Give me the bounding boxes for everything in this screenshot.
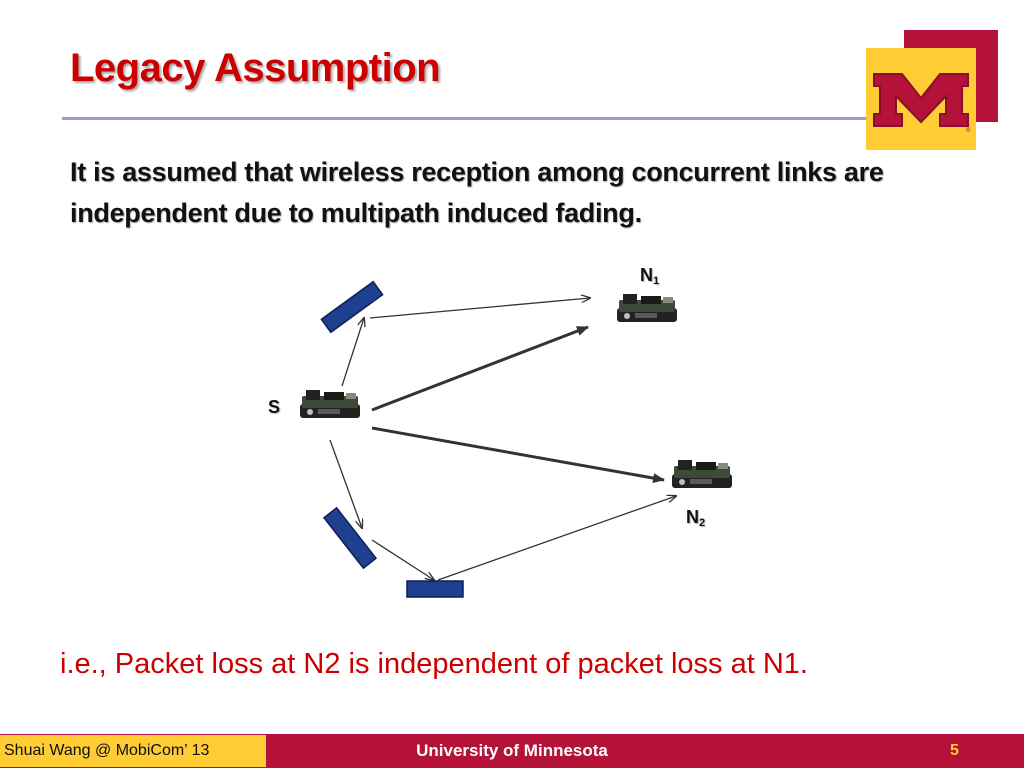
- edge-s-reflector-top: [341, 318, 364, 387]
- n2-label: N: [686, 507, 699, 527]
- edge-s-n2: [371, 426, 665, 483]
- conclusion-text: i.e., Packet loss at N2 is independent o…: [60, 648, 808, 680]
- node-label-n1: N1: [640, 265, 659, 287]
- svg-text:®: ®: [966, 127, 971, 134]
- assumption-text: It is assumed that wireless reception am…: [70, 157, 884, 228]
- sensor-mote-icon: [672, 460, 732, 488]
- title-divider: [62, 117, 870, 120]
- page-number: 5: [950, 742, 959, 759]
- reflector-icon: [320, 280, 384, 334]
- reflector-icon: [406, 580, 464, 598]
- footer-institution: University of Minnesota: [416, 741, 608, 760]
- edge-reflector-left-bottom: [371, 539, 434, 580]
- university-m-logo: ®: [866, 48, 976, 150]
- node-label-n2: N2: [686, 507, 705, 529]
- footer-author: Shuai Wang @ MobiCom’ 13: [0, 735, 266, 767]
- edge-s-reflector-left: [329, 439, 362, 528]
- sensor-mote-icon: [300, 390, 360, 418]
- n2-subscript: 2: [699, 517, 706, 529]
- edge-reflector-bottom-n2: [437, 496, 676, 581]
- edge-s-n1: [371, 325, 589, 412]
- source-label: S: [268, 397, 281, 417]
- slide-title: Legacy Assumption: [70, 46, 441, 90]
- sensor-mote-icon: [617, 294, 677, 322]
- reflector-icon: [322, 506, 378, 570]
- n1-label: N: [640, 265, 653, 285]
- node-label-s: S: [268, 397, 280, 418]
- edge-reflector-top-n1: [369, 298, 590, 319]
- n1-subscript: 1: [653, 275, 660, 287]
